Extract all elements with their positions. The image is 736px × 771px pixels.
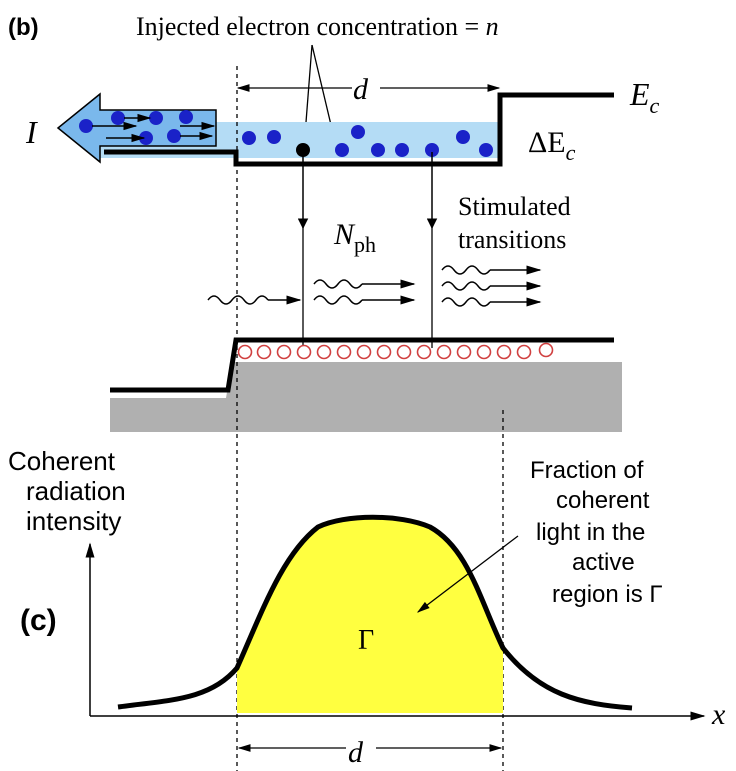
- conduction-band-edge: [104, 92, 614, 167]
- electrons-in-current: [79, 110, 216, 145]
- valence-band-edge: [110, 337, 614, 393]
- injected-electron-label: Injected electron concentration = n: [136, 12, 499, 41]
- note-pointer: [416, 535, 519, 613]
- nph-label: Nph: [333, 218, 376, 257]
- d-label-bottom: d: [348, 736, 364, 769]
- panel-c: Coherent radiation intensity (c) x Γ Fra…: [8, 446, 726, 769]
- panel-b: (b) Injected electron concentration = n …: [8, 12, 660, 432]
- stimulated-label: Stimulated transitions: [458, 192, 577, 254]
- panel-b-label: (b): [8, 14, 39, 41]
- electrons-in-active-region: [242, 125, 493, 157]
- active-region-profile-fill: [237, 517, 503, 713]
- d-label-top: d: [353, 73, 369, 106]
- current-label: I: [25, 114, 38, 150]
- gamma-label: Γ: [358, 625, 374, 656]
- ec-label: Ec: [629, 76, 660, 118]
- photon-waves: [207, 265, 542, 307]
- holes: [237, 342, 554, 360]
- delta-ec-label: ΔEc: [528, 126, 576, 165]
- y-axis-label: Coherent radiation intensity: [8, 446, 133, 536]
- panel-c-label: (c): [20, 604, 57, 637]
- intensity-profile-curve: [117, 514, 633, 711]
- fraction-note: Fraction of coherent light in the active…: [530, 457, 663, 608]
- x-axis-label: x: [711, 698, 726, 731]
- valence-band-fill: [110, 362, 622, 432]
